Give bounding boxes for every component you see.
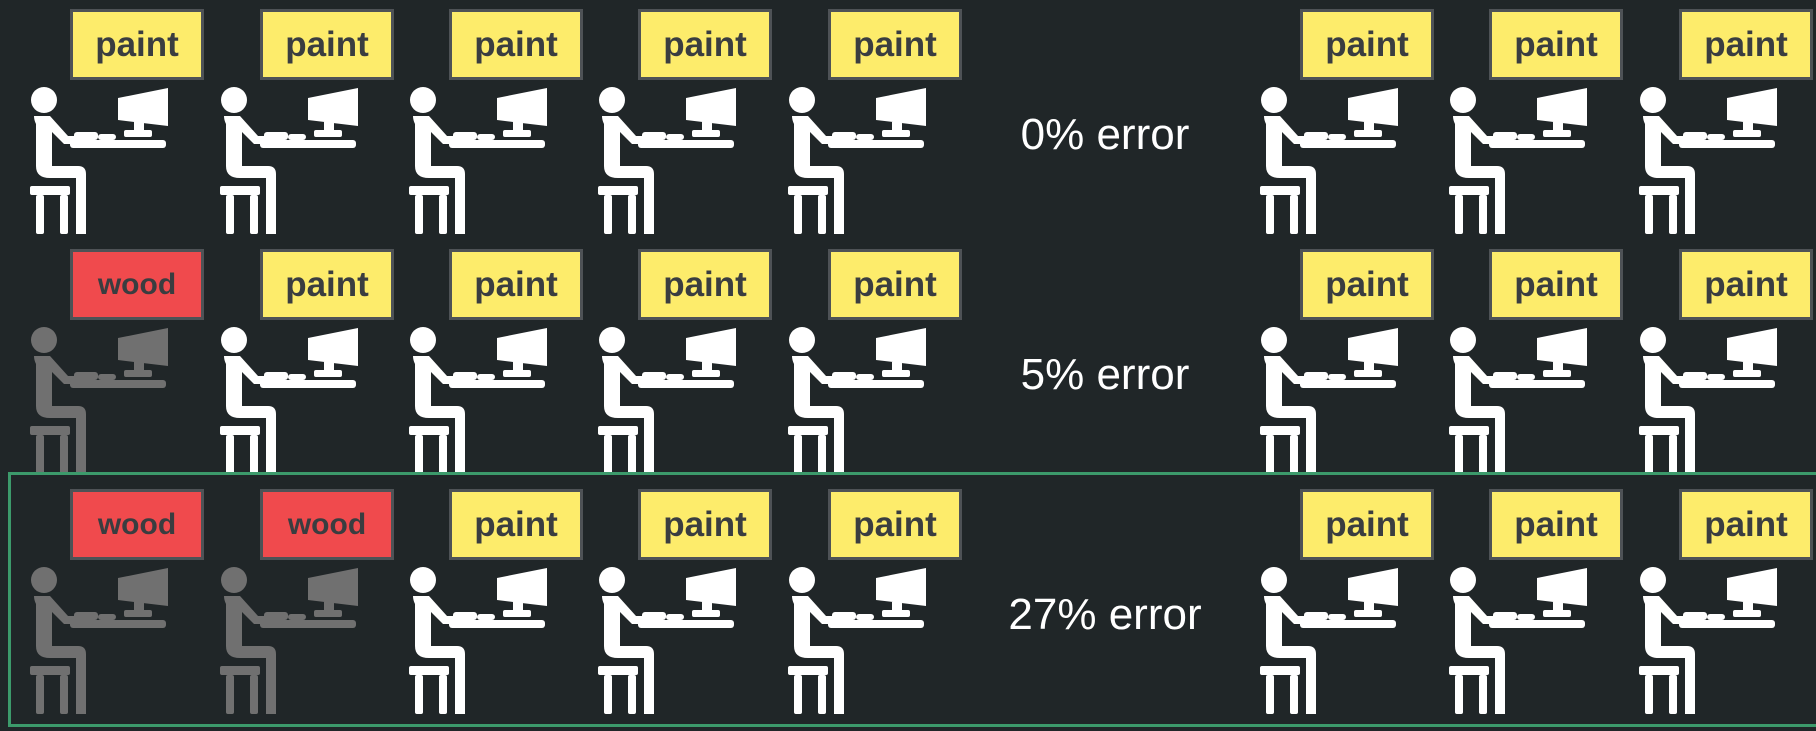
person-at-computer-icon — [220, 84, 360, 236]
worker-ok: paint — [0, 0, 204, 240]
worker-ok: paint — [758, 240, 962, 480]
person-at-computer-icon — [1260, 564, 1400, 716]
worker-ok: paint — [1609, 240, 1813, 480]
worker-ok: paint — [758, 0, 962, 240]
person-at-computer-icon — [598, 324, 738, 476]
person-at-computer-icon — [409, 84, 549, 236]
paint-label: paint — [260, 9, 394, 80]
worker-ok: paint — [1419, 240, 1623, 480]
worker-error: wood — [0, 480, 204, 720]
worker-row: paint paint paint paint — [0, 0, 1816, 240]
paint-label: paint — [638, 9, 772, 80]
worker-ok: paint — [568, 0, 772, 240]
person-at-computer-icon — [409, 564, 549, 716]
person-at-computer-icon — [1639, 84, 1779, 236]
paint-label: paint — [260, 249, 394, 320]
paint-label: paint — [1300, 9, 1434, 80]
paint-label: paint — [1679, 489, 1813, 560]
paint-label: paint — [1679, 9, 1813, 80]
paint-label: paint — [449, 489, 583, 560]
paint-label: paint — [1489, 249, 1623, 320]
highlight-box — [8, 472, 1816, 727]
person-at-computer-icon — [220, 324, 360, 476]
person-at-computer-icon — [1260, 84, 1400, 236]
worker-ok: paint — [1609, 0, 1813, 240]
paint-label: paint — [1679, 249, 1813, 320]
worker-ok: paint — [1230, 240, 1434, 480]
person-at-computer-icon — [409, 324, 549, 476]
worker-row: wood paint paint paint — [0, 240, 1816, 480]
wood-label: wood — [70, 249, 204, 320]
paint-label: paint — [828, 489, 962, 560]
worker-ok: paint — [190, 0, 394, 240]
error-rate-text: 5% error — [1020, 350, 1190, 399]
person-at-computer-icon — [1639, 324, 1779, 476]
person-at-computer-icon — [598, 564, 738, 716]
person-at-computer-icon — [1639, 564, 1779, 716]
worker-ok: paint — [1419, 480, 1623, 720]
paint-label: paint — [638, 249, 772, 320]
person-at-computer-icon — [598, 84, 738, 236]
paint-label: paint — [1489, 489, 1623, 560]
paint-label: paint — [1300, 249, 1434, 320]
person-at-computer-icon — [788, 324, 928, 476]
person-at-computer-icon — [220, 564, 360, 716]
paint-label: paint — [828, 9, 962, 80]
paint-label: paint — [449, 249, 583, 320]
person-at-computer-icon — [30, 84, 170, 236]
worker-ok: paint — [568, 480, 772, 720]
worker-ok: paint — [1419, 0, 1623, 240]
worker-ok: paint — [379, 240, 583, 480]
person-at-computer-icon — [1260, 324, 1400, 476]
paint-label: paint — [1489, 9, 1623, 80]
person-at-computer-icon — [30, 324, 170, 476]
worker-ok: paint — [758, 480, 962, 720]
error-rate-text: 27% error — [1008, 590, 1202, 639]
worker-ok: paint — [568, 240, 772, 480]
paint-label: paint — [1300, 489, 1434, 560]
person-at-computer-icon — [788, 84, 928, 236]
wood-label: wood — [70, 489, 204, 560]
person-at-computer-icon — [1449, 84, 1589, 236]
worker-row: wood wood paint paint — [0, 480, 1816, 720]
person-at-computer-icon — [30, 564, 170, 716]
paint-label: paint — [449, 9, 583, 80]
wood-label: wood — [260, 489, 394, 560]
worker-ok: paint — [379, 480, 583, 720]
worker-ok: paint — [379, 0, 583, 240]
person-at-computer-icon — [1449, 324, 1589, 476]
person-at-computer-icon — [788, 564, 928, 716]
paint-label: paint — [828, 249, 962, 320]
person-at-computer-icon — [1449, 564, 1589, 716]
worker-ok: paint — [190, 240, 394, 480]
worker-ok: paint — [1609, 480, 1813, 720]
paint-label: paint — [638, 489, 772, 560]
worker-ok: paint — [1230, 480, 1434, 720]
paint-label: paint — [70, 9, 204, 80]
worker-error: wood — [190, 480, 394, 720]
error-rate-text: 0% error — [1020, 110, 1190, 159]
worker-error: wood — [0, 240, 204, 480]
worker-ok: paint — [1230, 0, 1434, 240]
